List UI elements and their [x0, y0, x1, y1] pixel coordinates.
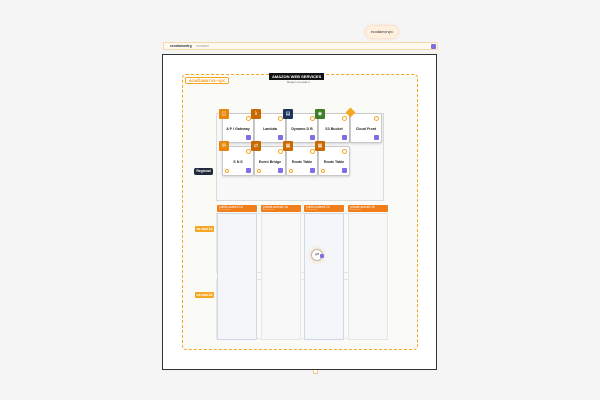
subnet-cidr: 10.0.4.0/24 [350, 209, 361, 211]
add-connection-handle[interactable] [310, 116, 315, 121]
router-action-button[interactable] [320, 254, 324, 258]
lambda-icon: λ [251, 109, 261, 119]
card-action-button[interactable] [278, 168, 283, 173]
aws-cloud-title: AMAZON WEB SERVICES [269, 73, 325, 80]
subnet-label[interactable]: private-subnet-1a 10.0.2.0/24 [261, 205, 301, 212]
api-gateway-icon: ◫ [219, 109, 229, 119]
toolbar-subtitle: ecodiam [196, 44, 209, 48]
service-card-route-table-2[interactable]: Route Table [318, 146, 350, 176]
card-action-button[interactable] [278, 135, 283, 140]
connection-port[interactable] [321, 169, 325, 173]
subnet-cidr: 10.0.3.0/24 [306, 209, 317, 211]
region-label[interactable]: Regional [194, 168, 213, 175]
service-label: A P I Gateway [226, 127, 250, 131]
subnet-cidr: 10.0.2.0/24 [263, 209, 274, 211]
subnet-name: public-subnet-1a [219, 205, 243, 209]
sns-icon: ✉ [219, 141, 229, 151]
vpc-label[interactable]: ecodiamorva-vpc [185, 77, 230, 84]
user-chip[interactable]: ecodiamorvpc [366, 26, 398, 38]
route-table-icon: ▦ [315, 141, 325, 151]
service-card-lambda[interactable]: Lambda [254, 113, 286, 143]
aws-region-subtitle: Region us-east-1 [287, 80, 310, 84]
card-action-button[interactable] [342, 168, 347, 173]
subnet-column[interactable] [261, 213, 301, 340]
service-label: Lambda [263, 127, 277, 131]
subnet-name: public-subnet-1b [306, 205, 330, 209]
card-action-button[interactable] [374, 135, 379, 140]
card-action-button[interactable] [246, 135, 251, 140]
service-label: Cloud Front [355, 127, 377, 131]
add-connection-handle[interactable] [374, 116, 379, 121]
card-action-button[interactable] [342, 135, 347, 140]
service-label: S N S [233, 160, 243, 164]
service-card-s3-bucket[interactable]: S3 Bucket [318, 113, 350, 143]
toolbar-title: ecodiamortrg [170, 44, 192, 48]
service-label: Route Table [323, 160, 345, 164]
subnet-label[interactable]: private-subnet-1b 10.0.4.0/24 [348, 205, 388, 212]
card-action-button[interactable] [246, 168, 251, 173]
subnet-column[interactable] [217, 213, 257, 340]
az-label[interactable]: us-east-1a [195, 226, 214, 232]
service-card-sns[interactable]: S N S [222, 146, 254, 176]
route-table-icon: ▦ [283, 141, 293, 151]
subnet-label[interactable]: public-subnet-1b 10.0.3.0/24 [304, 205, 344, 212]
service-card-cloudfront[interactable]: Cloud Front [350, 113, 382, 143]
az-label[interactable]: us-east-1b [195, 292, 214, 298]
dynamodb-icon: ▤ [283, 109, 293, 119]
subnet-name: private-subnet-1a [263, 205, 288, 209]
service-card-eventbridge[interactable]: Event Bridge [254, 146, 286, 176]
toolbar: ecodiamortrg ecodiam [163, 42, 438, 50]
service-card-dynamodb[interactable]: Dynamo D B [286, 113, 318, 143]
add-connection-handle[interactable] [278, 149, 283, 154]
subnet-name: private-subnet-1b [350, 205, 375, 209]
toolbar-action-button[interactable] [431, 44, 436, 49]
service-label: Event Bridge [258, 160, 282, 164]
subnet-column[interactable] [348, 213, 388, 340]
add-connection-handle[interactable] [310, 149, 315, 154]
add-connection-handle[interactable] [246, 149, 251, 154]
service-label: Dynamo D B [291, 127, 313, 131]
service-card-route-table[interactable]: Route Table [286, 146, 318, 176]
service-label: S3 Bucket [325, 127, 343, 131]
add-connection-handle[interactable] [278, 116, 283, 121]
subnet-column[interactable] [304, 213, 344, 340]
connection-port[interactable] [289, 169, 293, 173]
subnet-label[interactable]: public-subnet-1a 10.0.1.0/24 [217, 205, 257, 212]
card-action-button[interactable] [310, 135, 315, 140]
connection-port[interactable] [257, 169, 261, 173]
s3-bucket-icon: ◉ [315, 109, 325, 119]
service-label: Route Table [291, 160, 313, 164]
add-connection-handle[interactable] [342, 116, 347, 121]
card-action-button[interactable] [310, 168, 315, 173]
connection-port[interactable] [225, 169, 229, 173]
add-connection-handle[interactable] [342, 149, 347, 154]
add-connection-handle[interactable] [246, 116, 251, 121]
eventbridge-icon: ⇄ [251, 141, 261, 151]
subnet-cidr: 10.0.1.0/24 [219, 209, 230, 211]
